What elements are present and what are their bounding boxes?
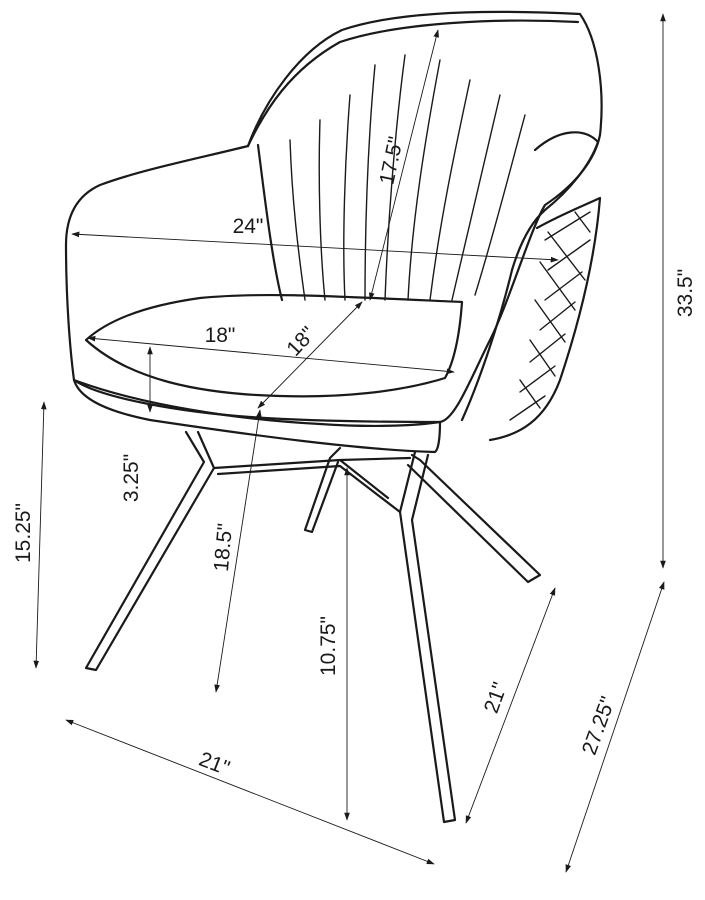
chair-cross-brace-3 bbox=[338, 458, 390, 500]
chair-left-arm-inner bbox=[256, 143, 284, 302]
label-overall-depth: 27.25" bbox=[578, 694, 620, 758]
dim-line-seat-width bbox=[87, 335, 455, 375]
label-front-width: 21" bbox=[196, 748, 233, 781]
label-back-height: 17.5" bbox=[375, 135, 408, 187]
chair-leg-front-left bbox=[84, 430, 216, 672]
dimension-labels: 33.5" 17.5" 24" 18" 18" 3.25" 18.5" 15.2… bbox=[12, 135, 697, 781]
chair-side-panel bbox=[488, 196, 602, 442]
label-inner-width: 24" bbox=[233, 215, 264, 238]
dimension-lines bbox=[33, 13, 666, 873]
label-arm-height: 15.25" bbox=[12, 503, 35, 563]
label-side-depth: 21" bbox=[480, 679, 512, 716]
dim-line-seat-height bbox=[214, 409, 262, 693]
label-seat-depth: 18" bbox=[282, 322, 320, 360]
chair-leg-back-left bbox=[303, 446, 342, 534]
chair-backrest-outline bbox=[246, 10, 603, 424]
chair-leg-back-right bbox=[406, 453, 542, 584]
label-seat-height: 18.5" bbox=[210, 522, 237, 572]
chair-backrest-inner-edge bbox=[246, 19, 580, 148]
label-seat-to-arm: 3.25" bbox=[120, 454, 143, 502]
chair-left-arm bbox=[64, 144, 442, 424]
dim-line-side-depth bbox=[465, 587, 556, 824]
dim-line-seat-depth bbox=[257, 301, 363, 409]
chair-side-quilting bbox=[509, 211, 591, 421]
chair-cross-brace-1 bbox=[212, 456, 412, 470]
label-leg-clearance: 10.75" bbox=[317, 616, 340, 676]
chair-channel-stitching bbox=[289, 54, 526, 301]
dim-line-arm-height bbox=[33, 401, 47, 669]
chair-leg-front-right bbox=[398, 450, 457, 824]
dim-line-inner-width bbox=[71, 231, 559, 263]
dim-line-overall-depth bbox=[565, 581, 665, 873]
label-overall-height: 33.5" bbox=[674, 269, 697, 317]
chair-legs bbox=[84, 430, 542, 824]
chair-right-arm-band bbox=[460, 131, 600, 422]
dim-line-front-width bbox=[65, 719, 435, 865]
label-seat-width: 18" bbox=[205, 324, 236, 347]
chair-illustration bbox=[64, 10, 603, 824]
chair-seat-cushion bbox=[84, 293, 464, 398]
